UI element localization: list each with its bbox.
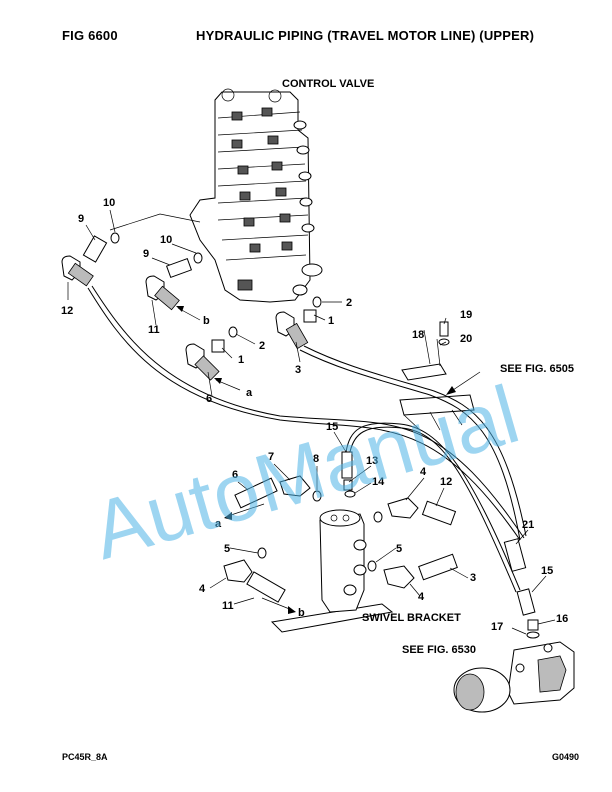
callout-11-lower: 11 bbox=[222, 600, 234, 612]
direction-arrows: SEE FIG. 6505 bbox=[176, 306, 574, 614]
callout-14: 14 bbox=[372, 476, 385, 488]
callout-5-right: 5 bbox=[396, 543, 402, 555]
fittings-upper bbox=[61, 232, 322, 381]
footer-model-code: PC45R_8A bbox=[62, 752, 108, 762]
callout-12-left: 12 bbox=[61, 305, 73, 317]
callout-10-left: 10 bbox=[103, 197, 115, 209]
callout-21: 21 bbox=[522, 519, 534, 531]
callout-9-left: 9 bbox=[78, 213, 84, 225]
leader-lines bbox=[67, 209, 556, 635]
callouts: 9 10 12 9 10 11 b 6 a 1 2 3 1 2 18 19 20… bbox=[61, 197, 568, 633]
callout-20: 20 bbox=[460, 333, 472, 345]
callout-5-left: 5 bbox=[224, 543, 230, 555]
callout-15-lower: 15 bbox=[541, 565, 553, 577]
fittings-swivel bbox=[223, 451, 458, 603]
caption-swivel-bracket: SWIVEL BRACKET bbox=[362, 612, 461, 624]
callout-6-lower: 6 bbox=[232, 469, 238, 481]
callout-a-upper: a bbox=[246, 387, 253, 399]
callout-a-lower: a bbox=[215, 518, 222, 530]
caption-see-fig-6505: SEE FIG. 6505 bbox=[500, 363, 574, 375]
watermark: AutoManual bbox=[83, 369, 529, 577]
figure-number: FIG 6600 bbox=[62, 28, 118, 43]
callout-11-upper: 11 bbox=[148, 324, 160, 336]
figure-title: HYDRAULIC PIPING (TRAVEL MOTOR LINE) (UP… bbox=[196, 28, 535, 43]
callout-4-left: 4 bbox=[199, 583, 206, 595]
swivel-joint: SWIVEL BRACKET bbox=[270, 509, 461, 633]
callout-1-lower: 1 bbox=[238, 354, 244, 366]
callout-2-upper: 2 bbox=[346, 297, 352, 309]
callout-10-center: 10 bbox=[160, 234, 172, 246]
callout-19: 19 bbox=[460, 309, 472, 321]
callout-3-lower: 3 bbox=[470, 572, 476, 584]
callout-13: 13 bbox=[366, 455, 378, 467]
footer-drawing-code: G0490 bbox=[552, 752, 580, 762]
callout-4-top: 4 bbox=[420, 466, 427, 478]
callout-3-upper: 3 bbox=[295, 364, 301, 376]
callout-12-lower: 12 bbox=[440, 476, 452, 488]
clamp-bracket bbox=[399, 321, 475, 431]
callout-b-lower: b bbox=[298, 607, 305, 619]
callout-17: 17 bbox=[491, 621, 503, 633]
control-valve: CONTROL VALVE bbox=[189, 78, 374, 303]
caption-see-fig-6530: SEE FIG. 6530 bbox=[402, 644, 476, 656]
callout-16: 16 bbox=[556, 613, 568, 625]
callout-8: 8 bbox=[313, 453, 319, 465]
caption-control-valve: CONTROL VALVE bbox=[282, 78, 374, 90]
callout-1-upper: 1 bbox=[328, 315, 334, 327]
callout-4-lower: 4 bbox=[418, 591, 425, 603]
callout-7: 7 bbox=[268, 451, 274, 463]
callout-18: 18 bbox=[412, 329, 424, 341]
hoses bbox=[87, 213, 527, 593]
callout-6-upper: 6 bbox=[206, 393, 212, 405]
callout-9-center: 9 bbox=[143, 248, 149, 260]
callout-2-lower: 2 bbox=[259, 340, 265, 352]
travel-motor: SEE FIG. 6530 bbox=[402, 538, 575, 713]
callout-15-upper: 15 bbox=[326, 421, 338, 433]
callout-b-upper: b bbox=[203, 315, 210, 327]
